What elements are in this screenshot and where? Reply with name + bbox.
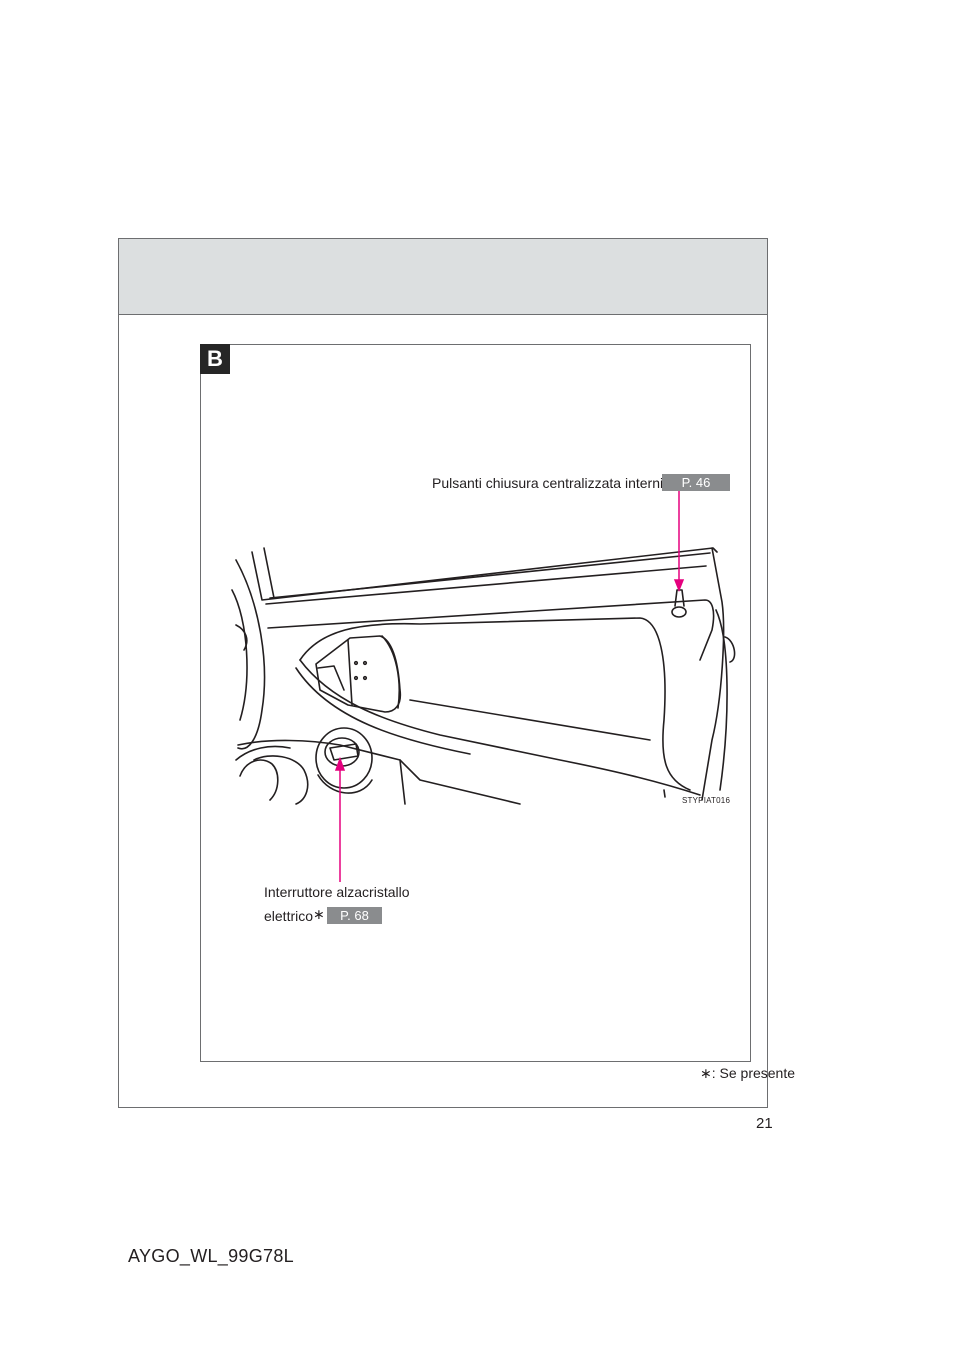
image-code: STYPIAT016 [682, 796, 731, 805]
door-lock-page-ref[interactable]: P. 46 [662, 474, 730, 491]
window-switch-page-ref[interactable]: P. 68 [327, 907, 382, 924]
footnote: ∗: Se presente [700, 1065, 795, 1082]
window-switch-label-line1: Interruttore alzacristallo [264, 884, 410, 900]
window-switch-label-line2: elettrico [264, 908, 314, 924]
dashboard-lower [237, 739, 521, 805]
window-frame [251, 547, 718, 601]
door-lock-label: Pulsanti chiusura centralizzata interni [432, 475, 664, 491]
window-switch-star: ∗ [313, 906, 325, 922]
page-number: 21 [756, 1115, 773, 1132]
lock-post [674, 589, 685, 607]
window-switch-knob [315, 727, 373, 789]
window-switch-cluster [315, 635, 402, 713]
steering-wheel-outline [235, 559, 266, 750]
door-armrest [299, 617, 691, 791]
page-frame [118, 238, 768, 1108]
document-code: AYGO_WL_99G78L [128, 1246, 294, 1266]
footnote-text: : Se presente [711, 1065, 796, 1081]
illustration-panel [200, 344, 751, 1062]
footnote-star: ∗ [700, 1065, 712, 1081]
section-badge: B [200, 344, 230, 374]
header-band [119, 239, 767, 315]
